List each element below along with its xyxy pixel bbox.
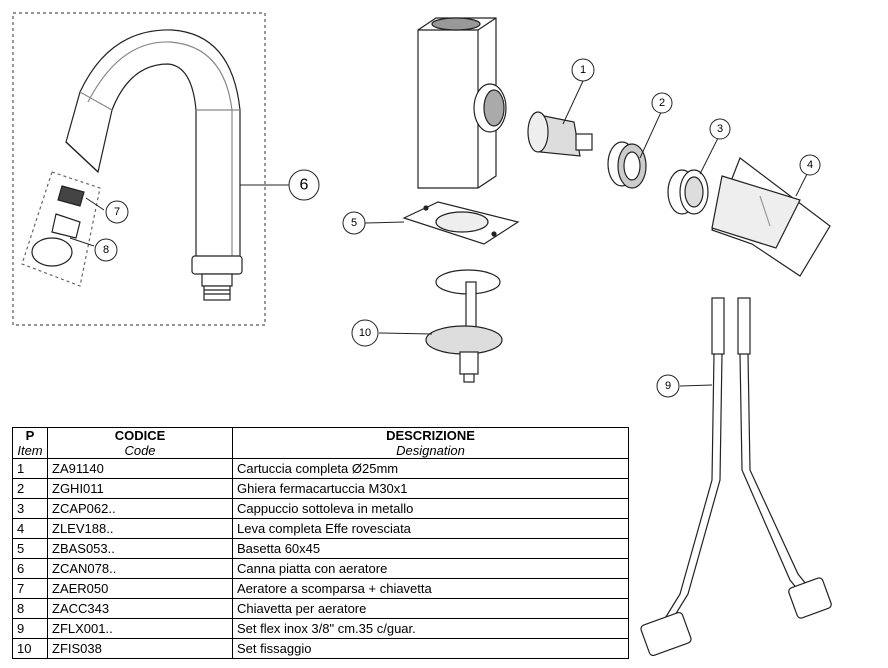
callout-label: 1 (580, 64, 586, 76)
lever-part (711, 157, 831, 277)
cell-code: ZA91140 (47, 458, 233, 479)
table-row: 8 ZACC343 Chiavetta per aeratore (12, 598, 629, 619)
header-item: P (12, 427, 48, 443)
callout-label: 8 (103, 244, 109, 256)
cell-item: 6 (12, 558, 48, 579)
callout-1: 1 (571, 58, 595, 82)
callout-4: 4 (799, 154, 821, 176)
spout-group-frame (12, 12, 266, 326)
callout-7: 7 (105, 200, 129, 224)
cell-item: 5 (12, 538, 48, 559)
cell-code: ZBAS053.. (47, 538, 233, 559)
cap-part (667, 169, 709, 215)
table-row: 9 ZFLX001.. Set flex inox 3/8" cm.35 c/g… (12, 618, 629, 639)
aerator-part (21, 171, 101, 287)
callout-6: 6 (288, 169, 320, 201)
cell-code: ZLEV188.. (47, 518, 233, 539)
callout-2: 2 (651, 92, 673, 114)
callout-8: 8 (94, 238, 118, 262)
table-row: 4 ZLEV188.. Leva completa Effe rovesciat… (12, 518, 629, 539)
cell-code: ZGHI011 (47, 478, 233, 499)
table-row: 10 ZFIS038 Set fissaggio (12, 638, 629, 659)
fixing-set-part (425, 269, 503, 383)
callout-9: 9 (656, 374, 680, 398)
cell-description: Chiavetta per aeratore (232, 598, 629, 619)
cell-description: Basetta 60x45 (232, 538, 629, 559)
cell-item: 4 (12, 518, 48, 539)
table-row: 1 ZA91140 Cartuccia completa Ø25mm (12, 458, 629, 479)
header-code-sub: Code (47, 443, 233, 459)
callout-10: 10 (351, 319, 379, 347)
callout-label: 9 (665, 380, 671, 392)
cell-item: 8 (12, 598, 48, 619)
cell-code: ZCAP062.. (47, 498, 233, 519)
callout-label: 10 (359, 327, 371, 339)
header-item-sub: Item (12, 443, 48, 459)
leader-lines (69, 80, 809, 387)
header-code: CODICE (47, 427, 233, 443)
header-description: DESCRIZIONE (232, 427, 629, 443)
cell-description: Canna piatta con aeratore (232, 558, 629, 579)
cell-item: 10 (12, 638, 48, 659)
cell-code: ZFLX001.. (47, 618, 233, 639)
callout-label: 2 (659, 97, 665, 109)
cell-description: Set fissaggio (232, 638, 629, 659)
cell-description: Cartuccia completa Ø25mm (232, 458, 629, 479)
callout-label: 7 (114, 206, 120, 218)
cell-item: 7 (12, 578, 48, 599)
mixer-body-part (417, 17, 507, 189)
cell-code: ZCAN078.. (47, 558, 233, 579)
ring-nut-part (607, 141, 647, 189)
table-row: 3 ZCAP062.. Cappuccio sottoleva in metal… (12, 498, 629, 519)
table-row: 2 ZGHI011 Ghiera fermacartuccia M30x1 (12, 478, 629, 499)
spout-part (65, 29, 243, 301)
cartridge-part (527, 111, 593, 157)
cell-item: 1 (12, 458, 48, 479)
cell-code: ZACC343 (47, 598, 233, 619)
cell-item: 3 (12, 498, 48, 519)
callout-label: 5 (351, 217, 357, 229)
cell-code: ZFIS038 (47, 638, 233, 659)
cell-item: 9 (12, 618, 48, 639)
cell-description: Ghiera fermacartuccia M30x1 (232, 478, 629, 499)
table-row: 5 ZBAS053.. Basetta 60x45 (12, 538, 629, 559)
cell-description: Cappuccio sottoleva in metallo (232, 498, 629, 519)
parts-table: P CODICE DESCRIZIONE Item Code Designati… (12, 427, 629, 659)
callout-3: 3 (709, 118, 731, 140)
cell-description: Set flex inox 3/8" cm.35 c/guar. (232, 618, 629, 639)
flex-hoses-part (640, 297, 832, 657)
cell-description: Aeratore a scomparsa + chiavetta (232, 578, 629, 599)
table-row: 6 ZCAN078.. Canna piatta con aeratore (12, 558, 629, 579)
cell-item: 2 (12, 478, 48, 499)
callout-label: 4 (807, 159, 813, 171)
header-description-sub: Designation (232, 443, 629, 459)
base-plate-part (402, 201, 520, 245)
table-row: 7 ZAER050 Aeratore a scomparsa + chiavet… (12, 578, 629, 599)
callout-5: 5 (342, 211, 366, 235)
callout-label: 3 (717, 123, 723, 135)
callout-label: 6 (300, 177, 309, 194)
cell-description: Leva completa Effe rovesciata (232, 518, 629, 539)
cell-code: ZAER050 (47, 578, 233, 599)
